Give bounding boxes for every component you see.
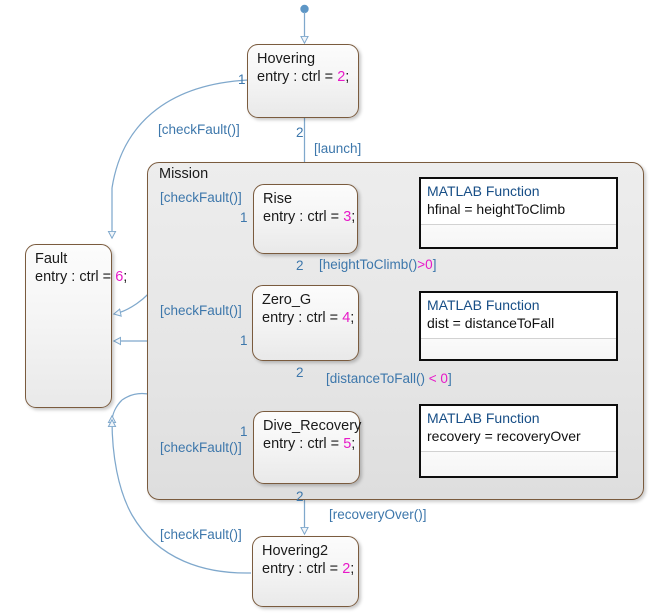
state-hovering-entry: entry : ctrl = 2; bbox=[257, 69, 350, 85]
matlab-function-signature: hfinal = heightToClimb bbox=[427, 201, 566, 217]
state-fault[interactable]: Fault entry : ctrl = 6; bbox=[25, 244, 128, 408]
state-hovering2-name: Hovering2 bbox=[262, 543, 329, 559]
transition-label-hovering-to-fault[interactable]: [checkFault()] bbox=[158, 122, 240, 137]
matlab-function-body bbox=[421, 451, 616, 476]
state-zero-g-entry: entry : ctrl = 4; bbox=[262, 310, 355, 326]
transition-order-dive-recovery-to-hovering2: 2 bbox=[296, 489, 304, 504]
state-hovering-name: Hovering bbox=[257, 51, 316, 67]
matlab-function-recovery-over[interactable]: MATLAB Function recovery = recoveryOver bbox=[419, 404, 618, 478]
state-rise[interactable]: Rise entry : ctrl = 3; bbox=[253, 184, 358, 254]
state-fault-entry: entry : ctrl = 6; bbox=[35, 269, 128, 285]
state-dive-recovery[interactable]: Dive_Recovery entry : ctrl = 5; bbox=[253, 411, 362, 484]
transition-order-hovering-to-mission: 2 bbox=[296, 125, 304, 140]
transition-order-hovering-to-fault: 1 bbox=[238, 72, 246, 87]
state-hovering2[interactable]: Hovering2 entry : ctrl = 2; bbox=[252, 536, 359, 607]
matlab-function-label: MATLAB Function bbox=[427, 183, 540, 199]
transition-label-recovery-over[interactable]: [recoveryOver()] bbox=[329, 507, 427, 522]
matlab-function-height-to-climb[interactable]: MATLAB Function hfinal = heightToClimb bbox=[419, 177, 618, 249]
transition-order-zero-g-to-fault: 1 bbox=[240, 333, 248, 348]
state-rise-name: Rise bbox=[263, 191, 293, 207]
matlab-function-body bbox=[421, 338, 616, 359]
transition-order-rise-to-fault: 1 bbox=[240, 210, 248, 225]
matlab-function-header: MATLAB Function recovery = recoveryOver bbox=[421, 406, 616, 451]
state-zero-g[interactable]: Zero_G entry : ctrl = 4; bbox=[252, 285, 359, 361]
matlab-function-signature: recovery = recoveryOver bbox=[427, 428, 581, 444]
superstate-mission-label: Mission bbox=[159, 166, 209, 182]
state-zero-g-name: Zero_G bbox=[262, 292, 312, 308]
state-hovering2-entry: entry : ctrl = 2; bbox=[262, 561, 355, 577]
state-dive-recovery-entry: entry : ctrl = 5; bbox=[263, 436, 356, 452]
default-transition-dot bbox=[300, 4, 309, 14]
transition-label-zero-g-to-dive-recovery[interactable]: [distanceToFall() < 0] bbox=[326, 371, 452, 386]
matlab-function-body bbox=[421, 224, 616, 247]
matlab-function-header: MATLAB Function hfinal = heightToClimb bbox=[421, 179, 616, 224]
transition-order-dive-recovery-to-fault: 1 bbox=[240, 424, 248, 439]
transition-label-zero-g-to-fault[interactable]: [checkFault()] bbox=[160, 303, 242, 318]
state-dive-recovery-name: Dive_Recovery bbox=[263, 418, 362, 434]
transition-label-rise-to-zero-g[interactable]: [heightToClimb()>0] bbox=[319, 257, 437, 272]
matlab-function-label: MATLAB Function bbox=[427, 410, 540, 426]
transition-label-launch[interactable]: [launch] bbox=[314, 141, 362, 156]
transition-label-dive-recovery-to-fault[interactable]: [checkFault()] bbox=[160, 440, 242, 455]
transition-order-rise-to-zero-g: 2 bbox=[296, 258, 304, 273]
transition-label-hovering2-to-fault[interactable]: [checkFault()] bbox=[160, 527, 242, 542]
matlab-function-signature: dist = distanceToFall bbox=[427, 315, 555, 331]
matlab-function-header: MATLAB Function dist = distanceToFall bbox=[421, 293, 616, 338]
transition-label-rise-to-fault[interactable]: [checkFault()] bbox=[160, 190, 242, 205]
state-fault-name: Fault bbox=[35, 251, 68, 267]
state-rise-entry: entry : ctrl = 3; bbox=[263, 209, 356, 225]
matlab-function-label: MATLAB Function bbox=[427, 297, 540, 313]
transition-order-zero-g-to-dive-recovery: 2 bbox=[296, 365, 304, 380]
state-hovering[interactable]: Hovering entry : ctrl = 2; bbox=[247, 44, 359, 118]
matlab-function-distance-to-fall[interactable]: MATLAB Function dist = distanceToFall bbox=[419, 291, 618, 361]
